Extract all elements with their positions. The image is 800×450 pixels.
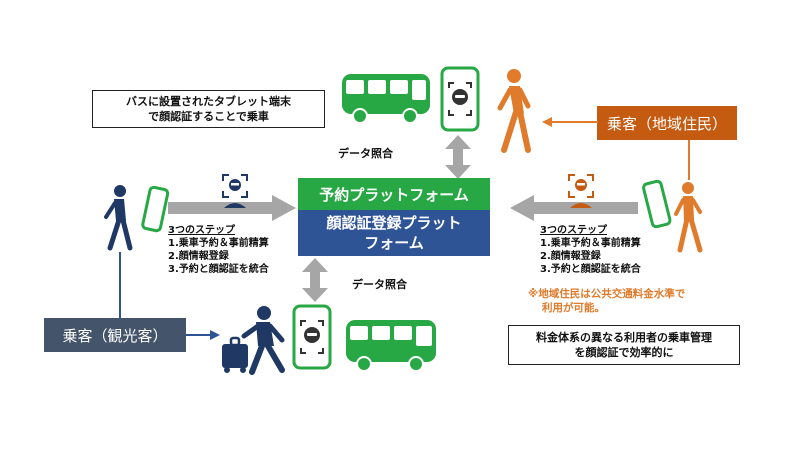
tablet-boarding-note: バスに設置されたタブレット端末 で顔認証することで乗車 [92,90,325,128]
local-fare-note: ※地域住民は公共交通料金水準で 利用が可能。 [528,287,685,315]
smartphone-icon-right [642,179,672,229]
local-fare-note-line1: ※地域住民は公共交通料金水準で [528,288,686,300]
fare-management-note: 料金体系の異なる利用者の乗車管理 を顔認証で効率的に [508,325,740,365]
tourist-to-walker-arrow [186,330,220,340]
reservation-platform: 予約プラットフォーム [298,178,490,210]
passenger-local-tag: 乗客（地域住民） [597,106,737,140]
data-match-label-bottom: データ照合 [352,278,407,291]
face-scan-icon-right [568,174,594,208]
steps-right-item-2: 2.顔情報登録 [540,251,601,262]
tablet-boarding-note-line2: で顔認証することで乗車 [148,110,269,123]
face-registration-platform: 顔認証登録プラット フォーム [298,210,490,256]
tourist-with-luggage-icon [222,306,285,375]
local-to-walker-arrow [542,117,598,127]
fare-management-note-line1: 料金体系の異なる利用者の乗車管理 [536,331,712,344]
tablet-boarding-note-line1: バスに設置されたタブレット端末 [126,95,291,108]
local-to-right-person-line [688,140,690,180]
bus-icon-bottom [346,320,436,372]
steps-left: 3つのステップ 1.乗車予約＆事前精算 2.顔情報登録 3.予約と顔認証を統合 [168,224,269,276]
walking-person-icon-right [674,182,703,253]
steps-left-item-2: 2.顔情報登録 [168,251,229,262]
tablet-face-icon-bottom [292,304,332,370]
fare-management-note-line2: を顔認証で効率的に [574,346,674,359]
steps-left-title: 3つのステップ [168,225,235,236]
passenger-tourist-tag: 乗客（観光客） [44,318,186,352]
face-registration-platform-line1: 顔認証登録プラット [326,214,462,232]
steps-left-item-3: 3.予約と顔認証を統合 [168,264,269,275]
tourist-connector-line [119,252,121,318]
walking-person-icon-top-right [497,69,531,153]
steps-right-item-1: 1.乗車予約＆事前精算 [540,238,641,249]
arrow-right-to-platform [510,195,638,221]
bus-icon-top [342,74,430,124]
data-match-label-top: データ照合 [338,147,393,160]
walking-person-icon-left [104,185,133,251]
steps-right-title: 3つのステップ [540,225,607,236]
steps-right: 3つのステップ 1.乗車予約＆事前精算 2.顔情報登録 3.予約と顔認証を統合 [540,224,641,276]
arrow-left-to-platform [168,195,296,221]
steps-left-item-1: 1.乗車予約＆事前精算 [168,238,269,249]
double-arrow-bottom [302,258,328,302]
local-fare-note-line2: 利用が可能。 [542,302,605,314]
tablet-face-icon-top [440,66,480,132]
face-registration-platform-line2: フォーム [364,234,424,252]
face-scan-icon-left [222,174,248,208]
double-arrow-top [445,135,471,179]
smartphone-icon-left [141,185,170,233]
steps-right-item-3: 3.予約と顔認証を統合 [540,264,641,275]
